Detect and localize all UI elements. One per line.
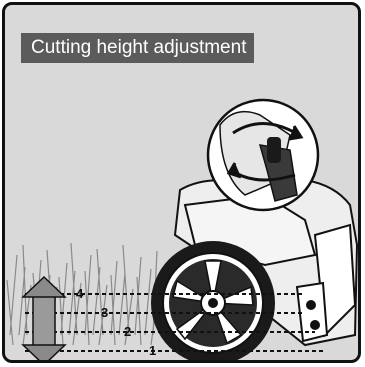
diagram-frame: Cutting height adjustment 4 3 2 1 xyxy=(2,2,361,363)
height-level-4: 4 xyxy=(76,287,83,300)
wheel-icon xyxy=(151,241,275,363)
height-level-1: 1 xyxy=(149,344,156,357)
page-title: Cutting height adjustment xyxy=(21,33,254,63)
up-down-arrow-icon xyxy=(23,277,65,363)
height-level-2: 2 xyxy=(124,325,131,338)
detail-zoom xyxy=(208,100,318,210)
height-level-3: 3 xyxy=(101,306,108,319)
